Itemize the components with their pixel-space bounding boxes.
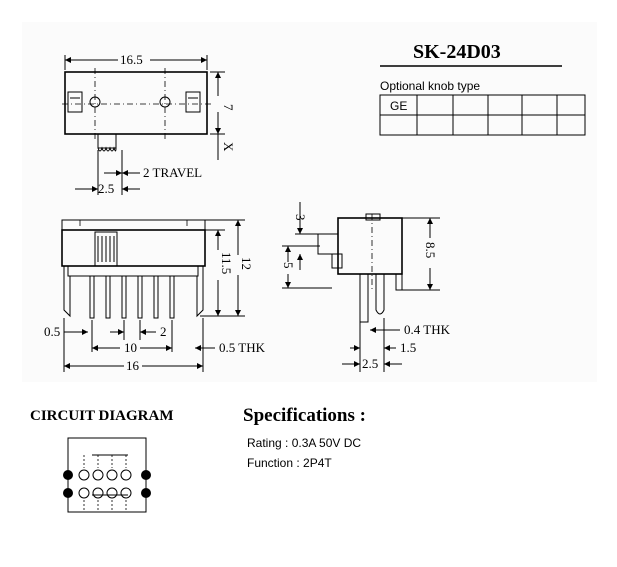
top-view: 16.5 7 X 2 TRAVEL 2.5: [62, 52, 236, 196]
dim-span-10: 10: [124, 340, 137, 355]
dim-knob-3: 3: [293, 214, 308, 221]
dim-pin-pitch: 2: [160, 324, 167, 339]
top-view-body: [64, 71, 208, 135]
dim-front-thk: 0.5 THK: [219, 340, 266, 355]
front-view: 11.5 12 0.5 2 10 0.5 THK 16: [44, 219, 266, 373]
dim-x: X: [221, 142, 236, 152]
knob-type-table: GE: [379, 94, 586, 136]
actuator-stub: [97, 133, 117, 149]
dim-height-12: 12: [239, 257, 254, 270]
front-pins: [89, 275, 175, 319]
specs-heading: Specifications :: [243, 405, 366, 426]
dim-total-16: 16: [126, 358, 140, 373]
spec-rating: Rating : 0.3A 50V DC: [247, 436, 361, 450]
dim-side-thk: 0.4 THK: [404, 322, 451, 337]
knob-cell-ge: GE: [390, 99, 407, 113]
spec-function: Function : 2P4T: [247, 456, 332, 470]
dim-height-8-5: 8.5: [423, 242, 438, 258]
part-number-title: SK-24D03: [413, 41, 501, 63]
dim-height-7: 7: [221, 104, 236, 111]
dim-pin-offset: 0.5: [44, 324, 60, 339]
side-view: 3 5 8.5 0.4 THK 1.5 2.5: [281, 202, 451, 372]
corner-tab-right: [185, 91, 201, 113]
front-view-base: [67, 265, 199, 277]
corner-tab-left: [67, 91, 83, 113]
dim-width-16-5: 16.5: [120, 52, 143, 67]
dim-pitch-2-5: 2.5: [98, 181, 114, 196]
dim-knob-h-5: 5: [281, 262, 296, 269]
mount-hole-right: [159, 96, 171, 108]
knob-caption: Optional knob type: [380, 79, 480, 93]
drawing-panel: [22, 22, 597, 382]
dim-height-11-5: 11.5: [219, 252, 234, 274]
side-view-knob: [317, 233, 339, 255]
dim-gap-1-5: 1.5: [400, 340, 416, 355]
mount-hole-left: [89, 96, 101, 108]
circuit-diagram: [63, 437, 151, 513]
circuit-heading: CIRCUIT DIAGRAM: [30, 408, 173, 424]
dim-side-pitch: 2.5: [362, 356, 378, 371]
dim-travel: 2 TRAVEL: [143, 165, 202, 180]
